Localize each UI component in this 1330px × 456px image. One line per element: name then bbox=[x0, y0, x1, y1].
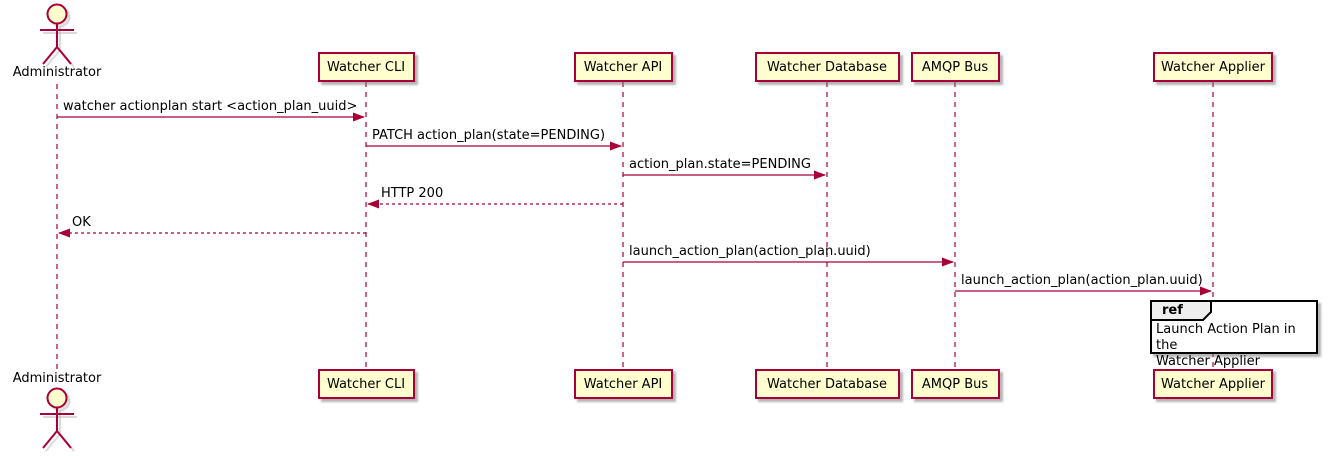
participant-label: AMQP Bus bbox=[921, 376, 989, 392]
message-label-0: watcher actionplan start <action_plan_uu… bbox=[63, 99, 358, 114]
participant-label: Watcher Database bbox=[767, 59, 887, 75]
message-arrowhead-6 bbox=[1200, 286, 1212, 296]
actor-figure-administrator-bottom bbox=[56, 430, 72, 449]
actor-figure-administrator-top bbox=[42, 46, 58, 65]
actor-figure-administrator-bottom-shadow bbox=[45, 433, 61, 452]
participant-label: Watcher Applier bbox=[1161, 59, 1265, 75]
ref-text-line: Watcher Applier bbox=[1156, 354, 1260, 369]
message-arrowhead-4 bbox=[58, 228, 70, 238]
message-arrowhead-1 bbox=[610, 141, 622, 151]
message-label-5: launch_action_plan(action_plan.uuid) bbox=[629, 244, 871, 259]
message-label-3: HTTP 200 bbox=[381, 186, 444, 201]
participant-box-watcher-applier-top: Watcher Applier bbox=[1153, 52, 1273, 82]
participant-box-watcher-database-top: Watcher Database bbox=[754, 52, 900, 82]
participant-label: Watcher Database bbox=[767, 376, 887, 392]
actor-figure-administrator-bottom bbox=[42, 430, 58, 449]
participant-label: Watcher CLI bbox=[326, 59, 406, 75]
ref-tab-shape bbox=[1150, 300, 1212, 321]
actor-label-administrator-bottom: Administrator bbox=[12, 371, 102, 386]
participant-box-amqp-bus-top: AMQP Bus bbox=[910, 52, 1000, 82]
message-arrowhead-5 bbox=[942, 257, 954, 267]
message-label-2: action_plan.state=PENDING bbox=[629, 157, 811, 172]
participant-label: Watcher API bbox=[583, 376, 663, 392]
message-arrowhead-0 bbox=[353, 112, 365, 122]
participant-box-watcher-database-bottom: Watcher Database bbox=[754, 369, 900, 399]
participant-box-watcher-api-bottom: Watcher API bbox=[573, 369, 673, 399]
participant-label: Watcher Applier bbox=[1161, 376, 1265, 392]
participant-box-watcher-cli-top: Watcher CLI bbox=[317, 52, 415, 82]
participant-box-watcher-applier-bottom: Watcher Applier bbox=[1153, 369, 1273, 399]
message-label-1: PATCH action_plan(state=PENDING) bbox=[372, 128, 606, 143]
actor-figure-administrator-bottom bbox=[46, 387, 68, 409]
actor-label-administrator-top: Administrator bbox=[12, 65, 102, 80]
participant-box-amqp-bus-bottom: AMQP Bus bbox=[910, 369, 1000, 399]
message-arrowhead-2 bbox=[814, 170, 826, 180]
participant-box-watcher-cli-bottom: Watcher CLI bbox=[317, 369, 415, 399]
participant-label: Watcher CLI bbox=[326, 376, 406, 392]
ref-text-line: Launch Action Plan in the bbox=[1156, 322, 1296, 353]
message-label-6: launch_action_plan(action_plan.uuid) bbox=[961, 273, 1203, 288]
actor-figure-administrator-top-shadow bbox=[45, 49, 61, 68]
actor-figure-administrator-top bbox=[56, 46, 72, 65]
participant-label: AMQP Bus bbox=[921, 59, 989, 75]
participant-label: Watcher API bbox=[583, 59, 663, 75]
participant-box-watcher-api-top: Watcher API bbox=[573, 52, 673, 82]
actor-figure-administrator-top bbox=[46, 3, 68, 25]
ref-tab bbox=[1150, 300, 1212, 321]
ref-keyword: ref bbox=[1162, 303, 1183, 318]
message-arrowhead-3 bbox=[367, 199, 379, 209]
message-label-4: OK bbox=[72, 215, 91, 230]
